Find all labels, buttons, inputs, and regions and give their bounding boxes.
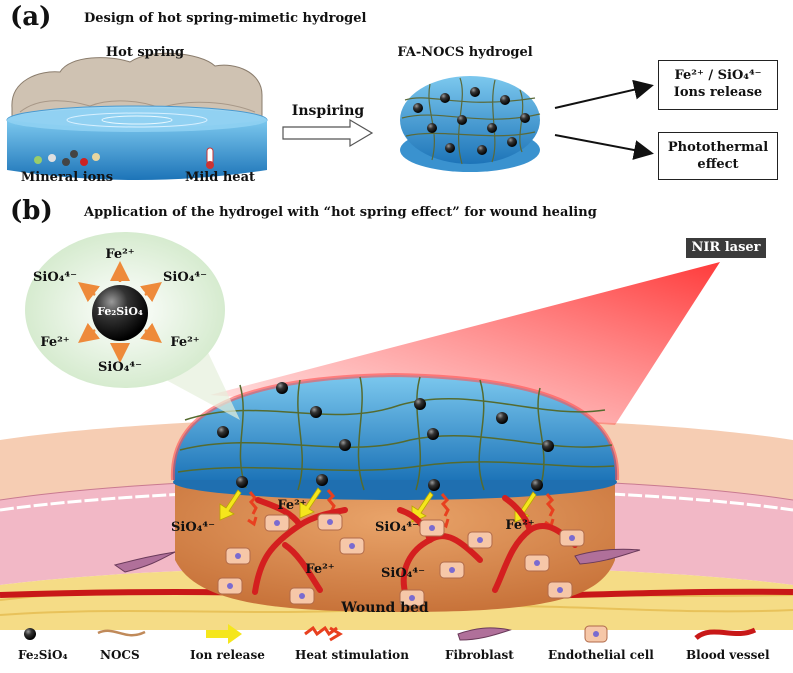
legend-nocs: NOCS <box>100 648 140 662</box>
legend-blood-vessel: Blood vessel <box>686 648 770 662</box>
wound-sio-1: SiO₄⁴⁻ <box>171 520 215 535</box>
ions-release-line2: Ions release <box>673 85 763 100</box>
panel-b-heading: Application of the hydrogel with “hot sp… <box>84 205 597 220</box>
hot-spring-illustration <box>6 52 268 180</box>
arrow-to-ions-box <box>554 79 654 109</box>
hydrogel-disc <box>400 76 541 172</box>
photothermal-line1: Photothermal <box>667 140 769 155</box>
wound-sio-3: SiO₄⁴⁻ <box>381 566 425 581</box>
ion-fe-left: Fe²⁺ <box>40 335 70 350</box>
panel-a-label: (a) <box>10 2 52 32</box>
wound-fe-2: Fe²⁺ <box>505 518 535 533</box>
hydrogel-label: FA-NOCS hydrogel <box>397 45 533 60</box>
ions-release-box: Fe²⁺ / SiO₄⁴⁻ Ions release <box>658 60 778 110</box>
fibroblasts <box>113 548 641 573</box>
ions-release-line1: Fe²⁺ / SiO₄⁴⁻ <box>674 68 762 83</box>
inspiring-arrow <box>282 118 374 148</box>
nir-laser-label: NIR laser <box>691 240 761 255</box>
wound-fe-1: Fe²⁺ <box>277 498 307 513</box>
wound-sio-2: SiO₄⁴⁻ <box>375 520 419 535</box>
legend-graphics <box>24 624 757 644</box>
mild-heat-label: Mild heat <box>184 170 256 185</box>
arrow-to-photothermal-box <box>554 134 654 160</box>
legend-fe2sio4: Fe₂SiO₄ <box>18 648 68 662</box>
panel-a-heading: Design of hot spring-mimetic hydrogel <box>84 11 367 26</box>
panel-b-label: (b) <box>10 196 53 226</box>
legend-ion-release: Ion release <box>190 648 265 662</box>
mineral-ions-label: Mineral ions <box>20 170 114 185</box>
legend-fibroblast: Fibroblast <box>445 648 514 662</box>
particle-label: Fe₂SiO₄ <box>97 305 143 318</box>
ion-sio-right: SiO₄⁴⁻ <box>163 270 207 285</box>
endothelial-nuclei <box>227 519 575 601</box>
fe2sio4-particle <box>92 285 148 341</box>
legend-heat-stimulation: Heat stimulation <box>295 648 409 662</box>
wound-fe-3: Fe²⁺ <box>305 562 335 577</box>
legend-endothelial-cell: Endothelial cell <box>548 648 654 662</box>
ion-fe-right: Fe²⁺ <box>170 335 200 350</box>
wound-bed-label: Wound bed <box>341 600 429 616</box>
ion-sio-bottom: SiO₄⁴⁻ <box>98 360 142 375</box>
inspiring-label: Inspiring <box>291 103 365 119</box>
hot-spring-label: Hot spring <box>105 45 185 60</box>
ion-fe-top: Fe²⁺ <box>105 247 135 262</box>
photothermal-line2: effect <box>697 157 739 172</box>
ion-diffusion-arrows <box>78 261 162 363</box>
nir-laser-device <box>686 238 766 258</box>
photothermal-box: Photothermal effect <box>658 132 778 180</box>
hydrogel-dome <box>170 372 620 500</box>
ion-sio-left: SiO₄⁴⁻ <box>33 270 77 285</box>
